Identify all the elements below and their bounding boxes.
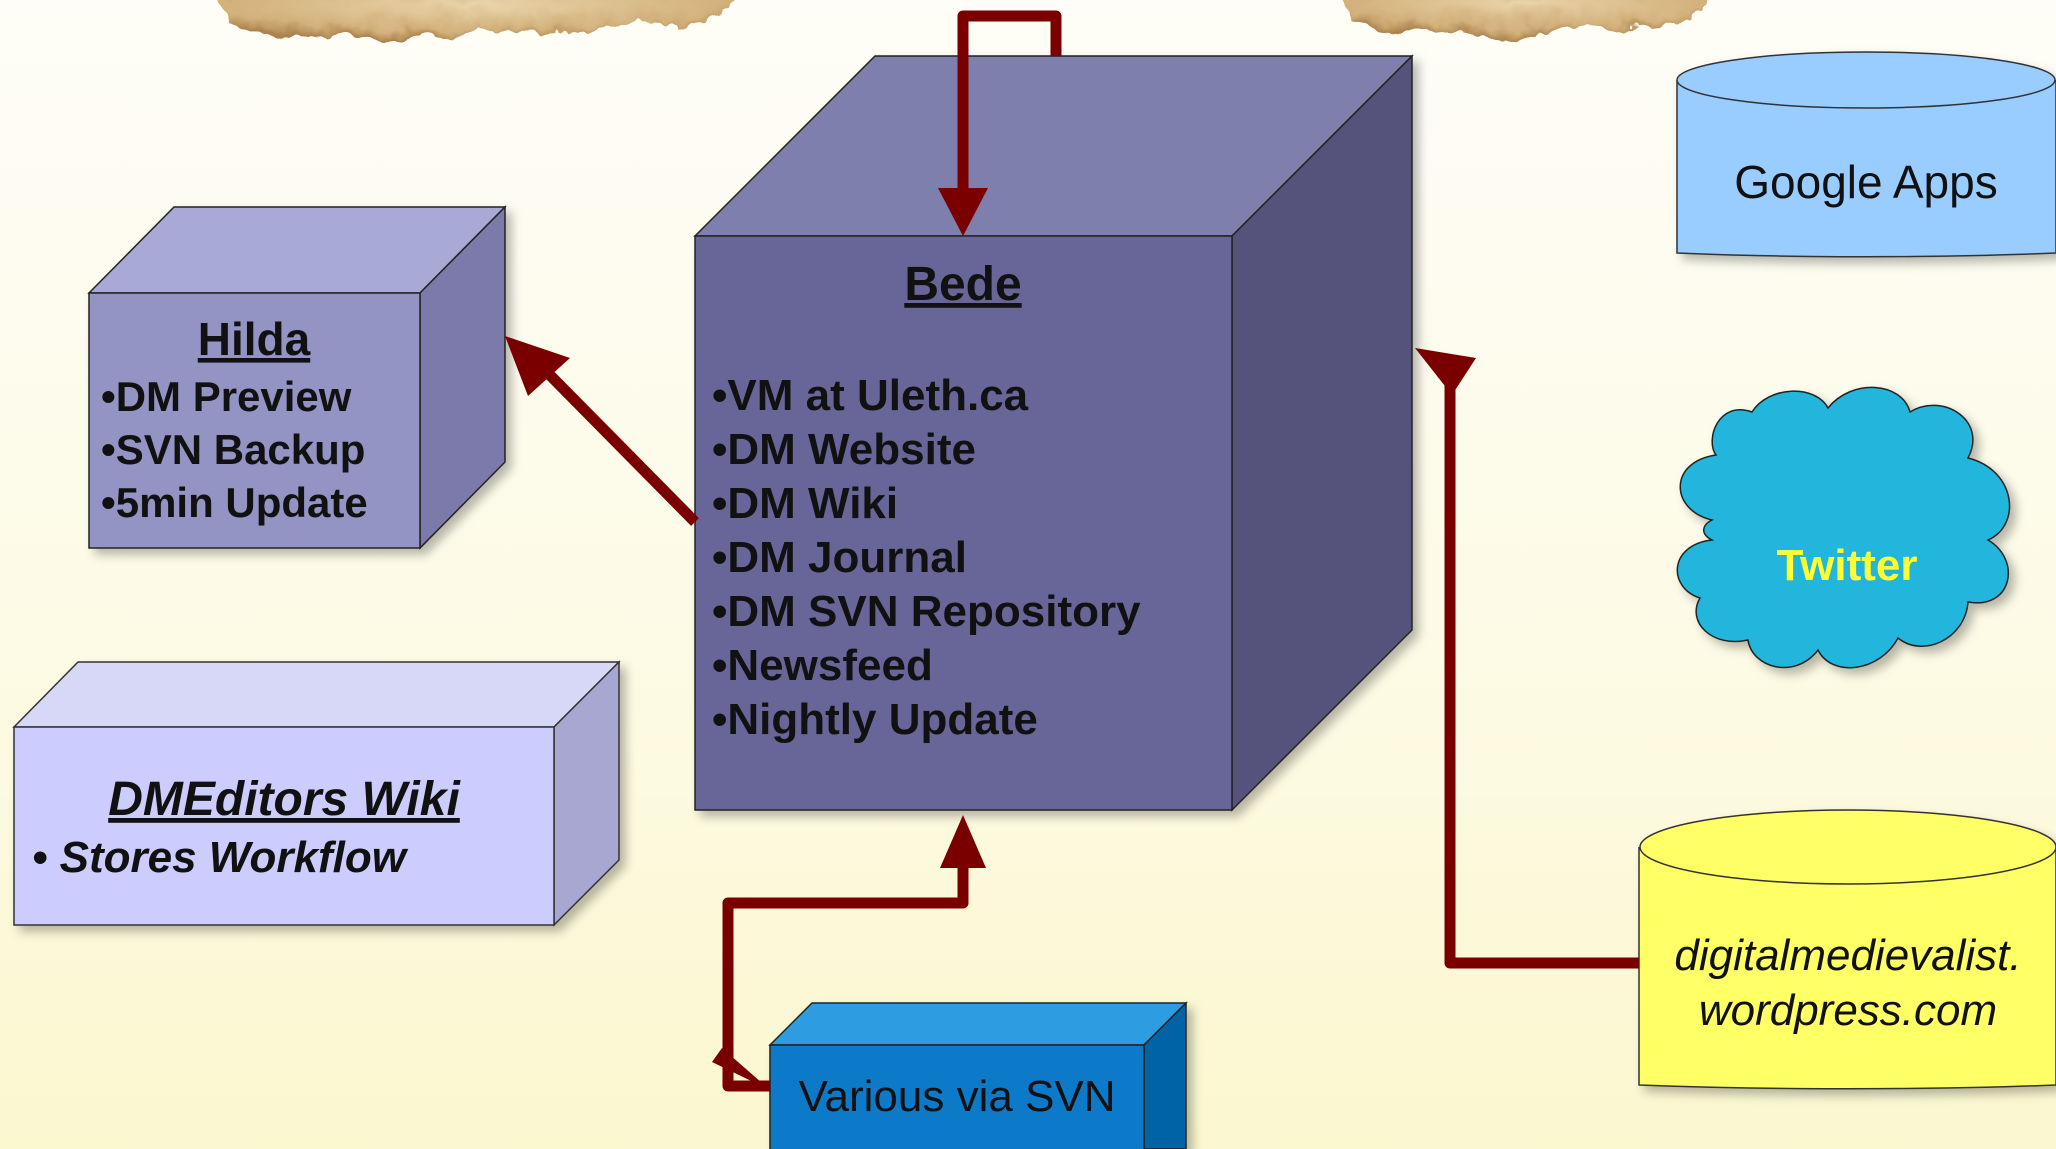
arrowhead-svn-to-bede xyxy=(940,815,986,868)
bede-front-face xyxy=(694,235,1233,811)
svn-sources-box xyxy=(768,1001,1188,1149)
google-cylinder-top xyxy=(1676,51,2056,109)
arrow-top-into-bede xyxy=(957,10,1062,196)
bede-item: •Newsfeed xyxy=(712,641,933,690)
hilda-server-box xyxy=(87,205,507,550)
hilda-item: •5min Update xyxy=(101,479,368,526)
bede-item: •DM SVN Repository xyxy=(712,587,1141,636)
wordpress-cylinder-top xyxy=(1639,809,2056,885)
parchment-decoration-right xyxy=(1343,0,1708,36)
google-apps-cylinder xyxy=(1676,51,2056,258)
bede-server-box xyxy=(693,54,1414,812)
bede-item: •DM Journal xyxy=(712,533,967,582)
svn-label: Various via SVN xyxy=(798,1072,1115,1121)
arrowhead-top-into-bede xyxy=(938,188,988,236)
bede-item: •DM Wiki xyxy=(712,479,898,528)
arrow-bede-to-hilda xyxy=(533,358,699,526)
bede-item: •Nightly Update xyxy=(712,695,1038,744)
dmeditors-front-face xyxy=(13,726,555,926)
wordpress-label-line1: digitalmedievalist. xyxy=(1674,931,2021,980)
dmeditors-wiki-box xyxy=(12,660,621,927)
wordpress-label-line2: wordpress.com xyxy=(1699,986,1997,1035)
twitter-label: Twitter xyxy=(1777,541,1918,590)
twitter-cloud-outline xyxy=(1676,386,2011,669)
arrowhead-bede-to-hilda xyxy=(505,336,570,396)
hilda-service-list: •DM Preview •SVN Backup •5min Update xyxy=(101,373,368,526)
arrowhead-wordpress-to-bede xyxy=(1415,348,1476,395)
bede-service-list: •VM at Uleth.ca •DM Website •DM Wiki •DM… xyxy=(712,371,1141,744)
dmeditors-item: • Stores Workflow xyxy=(32,833,409,882)
hilda-front-face xyxy=(88,292,421,549)
dmeditors-title: DMEditors Wiki xyxy=(108,773,461,826)
hilda-item: •SVN Backup xyxy=(101,426,365,473)
svn-top-face xyxy=(768,1002,1188,1046)
hilda-item: •DM Preview xyxy=(101,373,352,420)
bede-item: •DM Website xyxy=(712,425,976,474)
hilda-title: Hilda xyxy=(198,313,311,365)
arrow-svn-to-bede xyxy=(722,860,969,1092)
bede-item: •VM at Uleth.ca xyxy=(712,371,1029,420)
arrow-wordpress-to-bede xyxy=(1444,385,1639,969)
dmeditors-top-face xyxy=(12,661,621,728)
google-apps-label: Google Apps xyxy=(1734,156,1997,208)
bede-title: Bede xyxy=(904,258,1021,311)
connection-arrows xyxy=(505,10,1639,1092)
svn-front-face xyxy=(769,1044,1145,1149)
google-cylinder-body xyxy=(1676,80,2056,258)
arrowhead-svn-tail xyxy=(712,1048,770,1090)
wordpress-cylinder xyxy=(1638,809,2056,1090)
twitter-cloud xyxy=(1676,386,2011,669)
wordpress-cylinder-body xyxy=(1638,847,2056,1090)
parchment-decoration-left xyxy=(219,0,735,40)
